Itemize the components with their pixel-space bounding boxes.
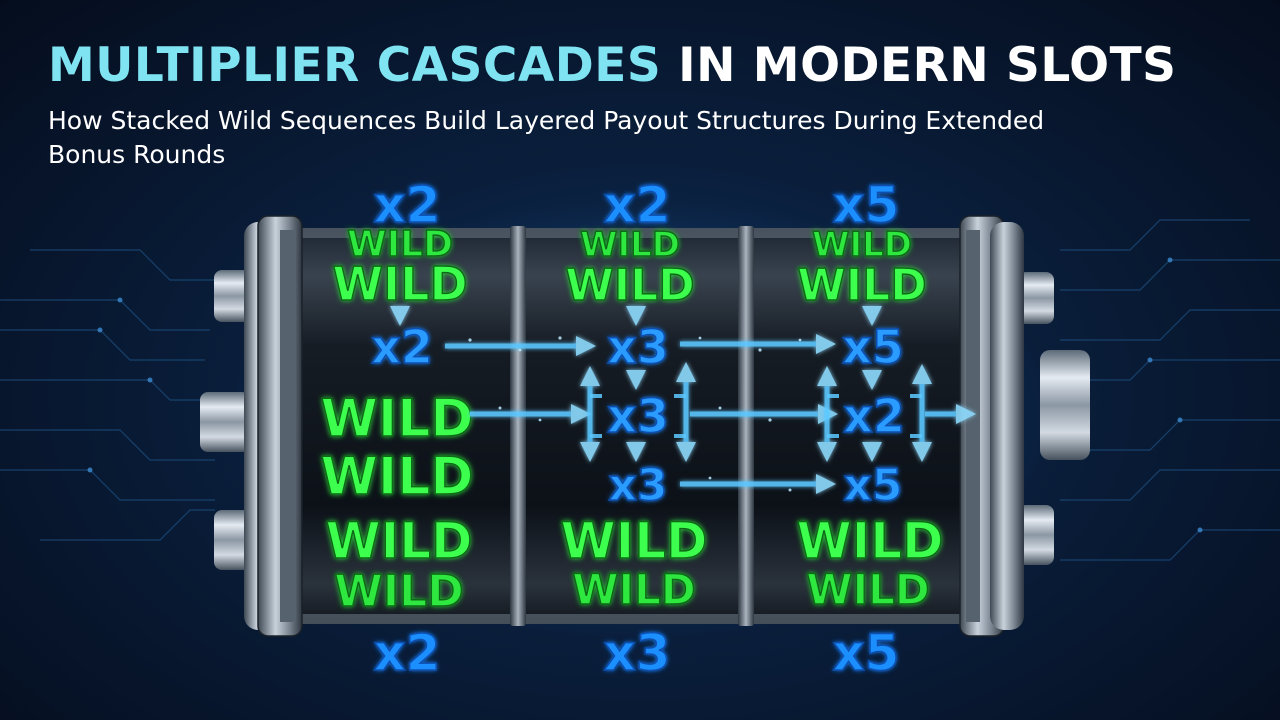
wild-symbols: WILD WILD WILD WILD WILD WILD WILD WILD …: [320, 223, 945, 618]
cascade-arrows: [390, 306, 976, 494]
wild-symbol: WILD: [572, 565, 696, 614]
vertical-cascade-arrows: [580, 362, 932, 462]
top-multipliers: x2 x2 x5: [373, 175, 901, 235]
reel-3-bottom-multiplier: x5: [832, 624, 899, 682]
reel-2-bottom-multiplier: x3: [603, 624, 670, 682]
reel-1-inner-multiplier: x2: [371, 320, 433, 374]
wild-symbol: WILD: [334, 566, 463, 617]
reel-cylinder: [270, 228, 990, 624]
right-axle: [1018, 272, 1090, 565]
wild-symbol: WILD: [320, 447, 473, 507]
bottom-multipliers: x2 x3 x5: [373, 623, 901, 683]
wild-symbol: WILD: [560, 512, 707, 570]
page-title: MULTIPLIER CASCADES IN MODERN SLOTS: [48, 38, 1177, 93]
reel-3-top-multiplier: x5: [832, 176, 899, 234]
reel-2-inner-multiplier: x3: [607, 320, 669, 374]
reel-3-inner-multiplier: x5: [844, 460, 903, 511]
reel-1-bottom-multiplier: x2: [373, 624, 440, 682]
reel-3-inner-multiplier: x5: [842, 320, 904, 374]
reel-2-top-multiplier: x2: [603, 176, 670, 234]
wild-symbol: WILD: [796, 512, 943, 570]
wild-symbol: WILD: [812, 225, 912, 265]
title-highlight: MULTIPLIER CASCADES: [48, 38, 662, 93]
reel-2-inner-multiplier: x3: [607, 389, 669, 443]
wild-symbol: WILD: [806, 565, 930, 614]
wild-symbol: WILD: [325, 512, 472, 570]
title-rest: IN MODERN SLOTS: [661, 38, 1177, 93]
wild-symbol: WILD: [580, 225, 680, 265]
reel-1-top-multiplier: x2: [373, 176, 440, 234]
wild-symbol: WILD: [320, 389, 473, 449]
page-subtitle: How Stacked Wild Sequences Build Layered…: [48, 106, 1045, 169]
inner-multipliers: x2 x3 x3 x3 x5 x2 x5: [370, 319, 905, 512]
reel-3-inner-multiplier: x2: [843, 389, 905, 443]
cascade-bracket-lines: [590, 394, 922, 438]
wild-symbol: WILD: [332, 257, 467, 311]
wild-symbol: WILD: [797, 260, 926, 311]
wild-symbol: WILD: [565, 260, 694, 311]
sparkles: [468, 336, 802, 492]
left-end-cap: [244, 215, 303, 637]
reel-2-inner-multiplier: x3: [609, 460, 668, 511]
wild-symbol: WILD: [347, 224, 453, 265]
reel-separators: [510, 226, 754, 626]
right-end-cap: [959, 215, 1024, 637]
